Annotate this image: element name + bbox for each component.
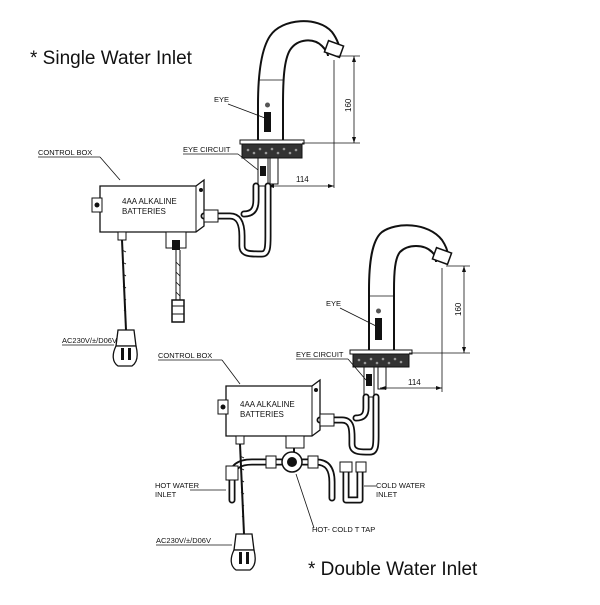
single-power-cable: AC230V/±/D06V [62, 239, 138, 367]
single-control-box: 4AA ALKALINE BATTERIES [91, 178, 205, 241]
single-power-label: AC230V/±/D06V [62, 336, 117, 345]
single-faucet [239, 20, 345, 187]
double-batteries-line2: BATTERIES [240, 410, 284, 419]
single-control-box-label: CONTROL BOX [38, 148, 92, 157]
single-eye-sensor [264, 112, 271, 132]
double-tap-label: HOT- COLD T TAP [312, 525, 375, 534]
double-reach-dimension: 114 [408, 378, 421, 387]
single-batteries-line1: 4AA ALKALINE [122, 197, 177, 206]
single-batteries-line2: BATTERIES [122, 207, 166, 216]
single-reach-dimension: 114 [296, 175, 309, 184]
double-t-tap: HOT WATER INLET COLD WATER INLET HOT- CO… [155, 451, 426, 534]
double-eye-sensor [375, 318, 382, 340]
double-inlet-diagram: 160 114 EYE EYE CIRCUIT CONTROL BOX 4AA … [155, 224, 478, 580]
double-batteries-line1: 4AA ALKALINE [240, 400, 295, 409]
single-hoses [165, 182, 272, 323]
double-control-box: 4AA ALKALINE BATTERIES [217, 378, 321, 449]
double-control-box-label: CONTROL BOX [158, 351, 212, 360]
double-eye-label: EYE [326, 299, 341, 308]
double-faucet [349, 224, 453, 398]
double-inlet-heading: * Double Water Inlet [308, 559, 478, 580]
single-height-dimension: 160 [344, 98, 353, 112]
single-eye-circuit-label: EYE CIRCUIT [183, 145, 231, 154]
double-hot-water-line2: INLET [155, 490, 177, 499]
double-hot-water-line1: HOT WATER [155, 481, 200, 490]
double-hoses [293, 393, 380, 456]
double-height-dimension: 160 [454, 302, 463, 316]
double-cold-water-line1: COLD WATER [376, 481, 426, 490]
double-dimensions: 160 114 [380, 265, 470, 392]
single-inlet-heading: * Single Water Inlet [30, 48, 193, 69]
single-inlet-diagram: * Single Water Inlet [30, 20, 360, 367]
single-eye-label: EYE [214, 95, 229, 104]
double-eye-circuit-label: EYE CIRCUIT [296, 350, 344, 359]
double-cold-water-line2: INLET [376, 490, 398, 499]
double-power-cable: AC230V/±/D06V [156, 443, 256, 571]
double-power-label: AC230V/±/D06V [156, 536, 211, 545]
single-dimensions: 160 114 [268, 55, 360, 188]
